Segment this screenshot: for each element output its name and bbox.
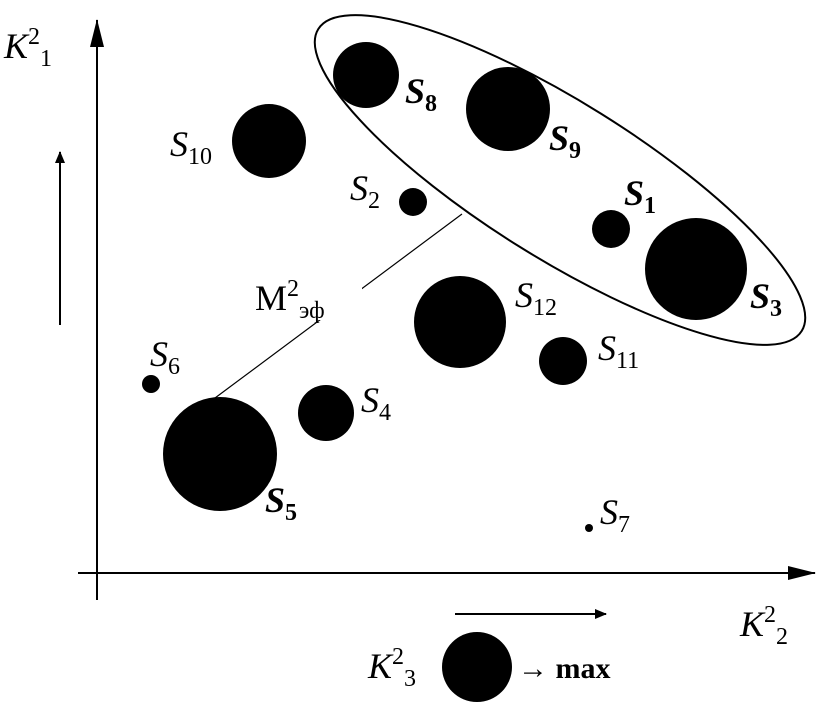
bubble-s6 xyxy=(142,375,160,393)
bubble-s2 xyxy=(399,188,427,216)
label-s1: S1 xyxy=(624,173,656,219)
cluster-ellipse xyxy=(313,14,807,346)
legend-max-text: → max xyxy=(518,652,611,685)
label-s7: S7 xyxy=(600,492,630,538)
label-s10: S10 xyxy=(170,124,212,170)
label-s5: S5 xyxy=(265,480,297,526)
efficiency-label: M2эф xyxy=(255,276,325,324)
legend-bubble xyxy=(442,632,512,702)
label-s4: S4 xyxy=(361,380,391,426)
label-s3: S3 xyxy=(750,276,782,322)
label-s9: S9 xyxy=(549,118,581,164)
x-axis-label: K22 xyxy=(739,602,788,650)
bubble-s5 xyxy=(163,397,277,511)
label-s12: S12 xyxy=(515,275,557,321)
bubble-s12 xyxy=(414,276,506,368)
label-s8: S8 xyxy=(405,71,437,117)
bubble-s11 xyxy=(539,337,587,385)
bubble-s3 xyxy=(645,218,747,320)
y-axis-label: K21 xyxy=(3,24,52,72)
label-s2: S2 xyxy=(350,168,380,214)
bubble-s1 xyxy=(592,210,630,248)
bubble-s9 xyxy=(466,67,550,151)
bubble-s7 xyxy=(585,524,593,532)
bubble-s8 xyxy=(333,42,399,108)
bubble-s4 xyxy=(298,385,354,441)
legend-label: K23 xyxy=(367,644,416,692)
bubble-s10 xyxy=(232,104,306,178)
legend: K23 → max xyxy=(367,632,611,702)
label-s6: S6 xyxy=(150,334,180,380)
label-s11: S11 xyxy=(598,328,639,374)
